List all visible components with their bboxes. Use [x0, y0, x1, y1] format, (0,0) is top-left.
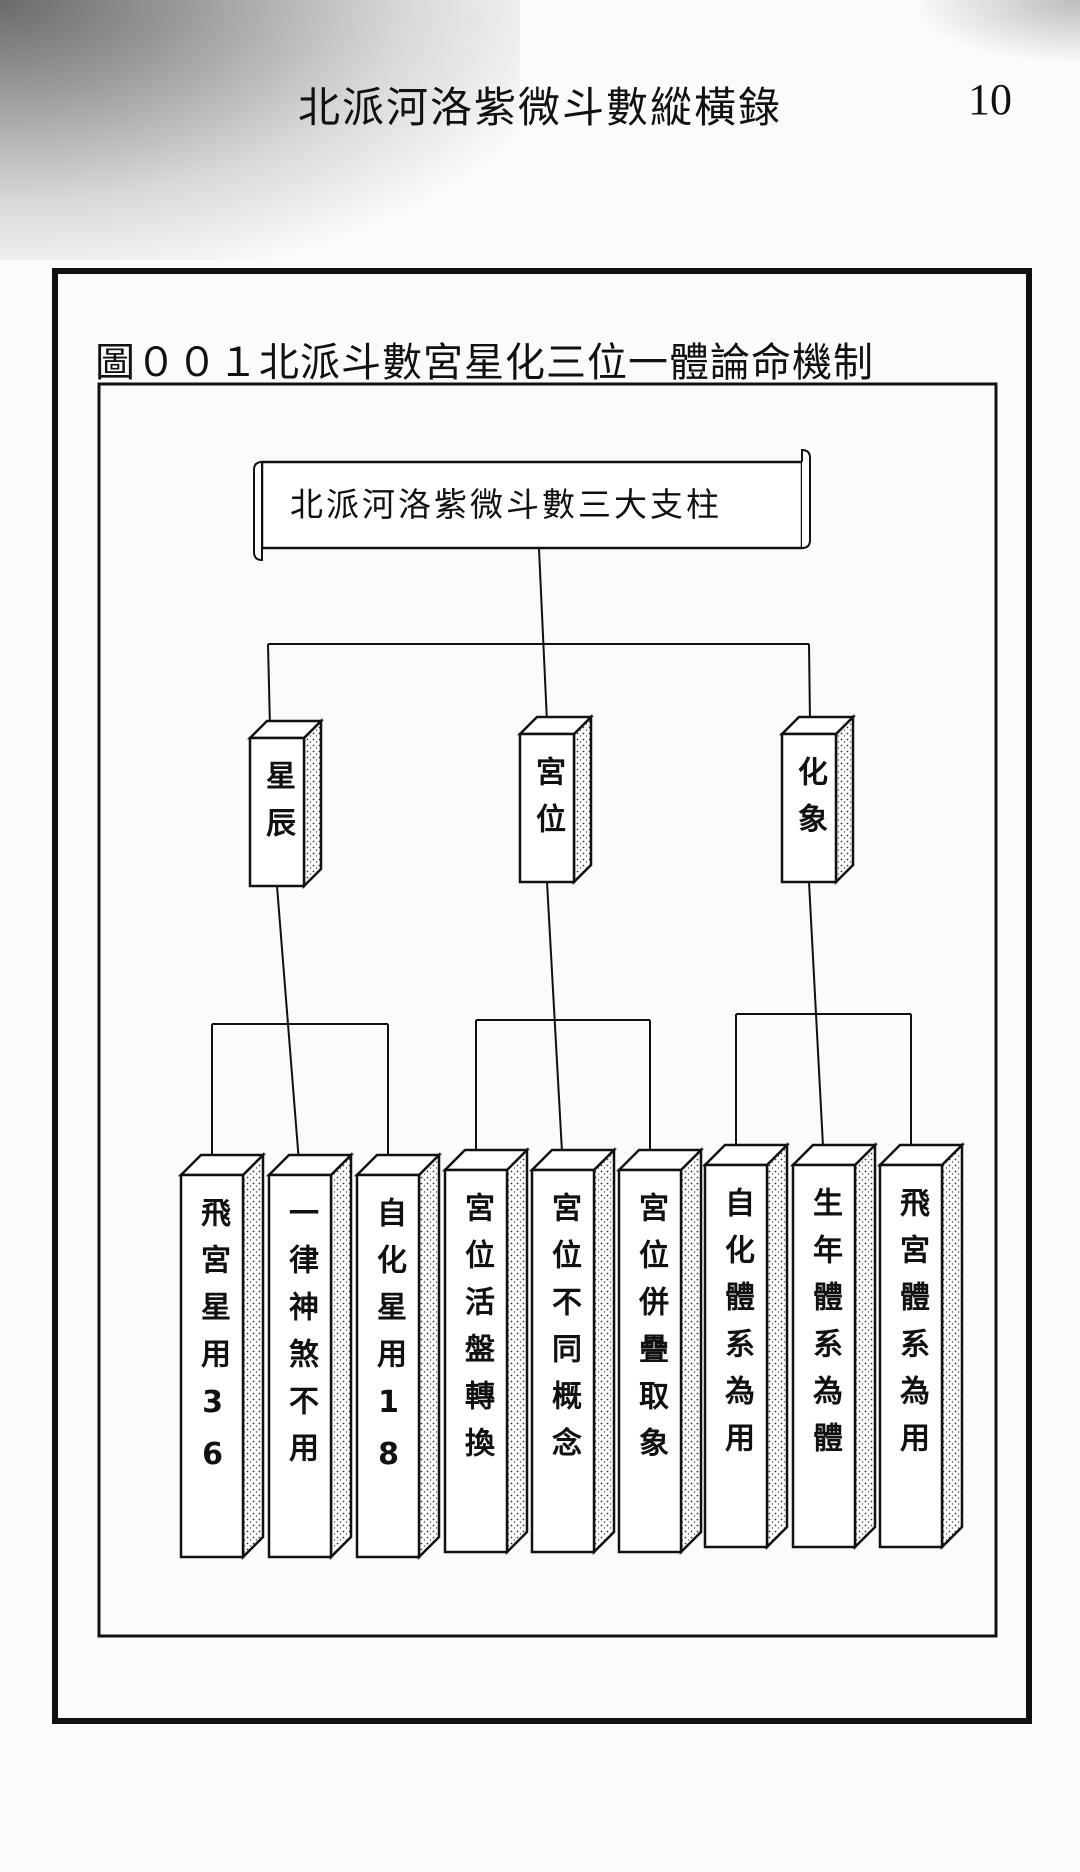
pillar-connector — [546, 881, 563, 1170]
box-label: 化象 — [792, 756, 827, 850]
root-banner — [253, 448, 811, 562]
box-label: 飛宮星用36 — [195, 1197, 230, 1489]
leaf-box — [789, 1141, 879, 1551]
page-shadow — [0, 0, 520, 260]
page-shadow — [920, 0, 1080, 60]
root-connector — [267, 643, 270, 728]
leaf-box — [353, 1151, 443, 1561]
root-connector — [538, 548, 547, 722]
leaf-box — [876, 1141, 966, 1551]
box-label: 星辰 — [260, 760, 295, 854]
box-label: 宮位併疊取象 — [633, 1192, 668, 1474]
pillar-connector — [808, 881, 824, 1165]
leaf-box — [528, 1146, 618, 1556]
running-title: 北派河洛紫微斗數縱橫錄 — [298, 83, 783, 132]
leaf-box — [441, 1146, 531, 1556]
boxes — [177, 713, 966, 1561]
pillar-box-2 — [778, 713, 857, 886]
root-connector — [808, 643, 810, 722]
outer-frame — [52, 268, 1032, 1724]
box-label: 宮位 — [530, 756, 565, 850]
box-label: 飛宮體系為用 — [894, 1187, 929, 1469]
leaf-box — [701, 1141, 791, 1551]
box-label: 生年體系為體 — [807, 1187, 842, 1469]
box-label: 宮位不同概念 — [546, 1192, 581, 1474]
box-label: 自化星用18 — [371, 1197, 406, 1489]
connectors — [211, 548, 911, 1175]
leaf-box — [265, 1151, 355, 1561]
root-banner-label: 北派河洛紫微斗數三大支柱 — [290, 485, 722, 524]
box-label: 一律神煞不用 — [283, 1197, 318, 1479]
leaf-box — [615, 1146, 705, 1556]
pillar-connector — [276, 885, 300, 1175]
box-label: 宮位活盤轉換 — [459, 1192, 494, 1474]
pillar-box-1 — [516, 713, 595, 886]
page-number: 10 — [968, 75, 1012, 124]
box-label: 自化體系為用 — [719, 1187, 754, 1469]
pillar-box-0 — [246, 717, 325, 890]
leaf-box — [177, 1151, 267, 1561]
figure-title: 圖００１北派斗數宮星化三位一體論命機制 — [95, 340, 874, 386]
